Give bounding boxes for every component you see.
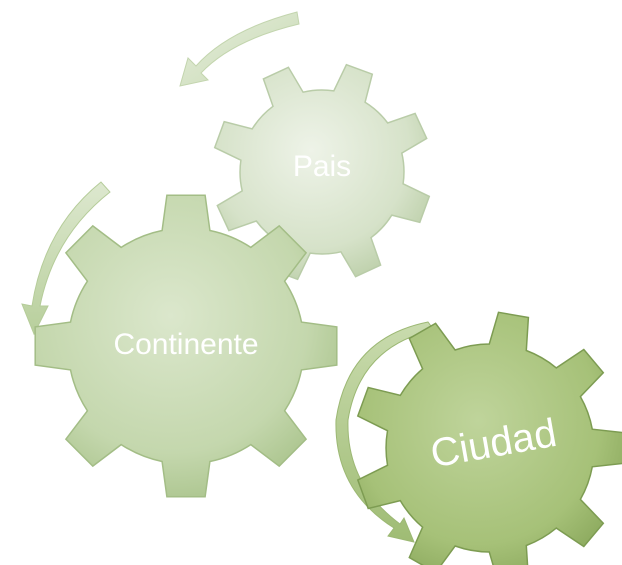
gear-ciudad: Ciudad <box>356 311 622 565</box>
gear-continente-shape <box>34 194 338 498</box>
gear-continente-label: Continente <box>113 328 258 361</box>
cycle-arrow-left <box>21 181 111 336</box>
gear-pais-shape <box>213 63 431 281</box>
gear-ciudad-shape <box>356 311 622 565</box>
gear-pais-label: Pais <box>293 150 351 183</box>
gear-continente: Continente <box>34 194 338 498</box>
gear-pais: Pais <box>213 63 431 281</box>
cycle-arrow-top <box>179 11 300 87</box>
